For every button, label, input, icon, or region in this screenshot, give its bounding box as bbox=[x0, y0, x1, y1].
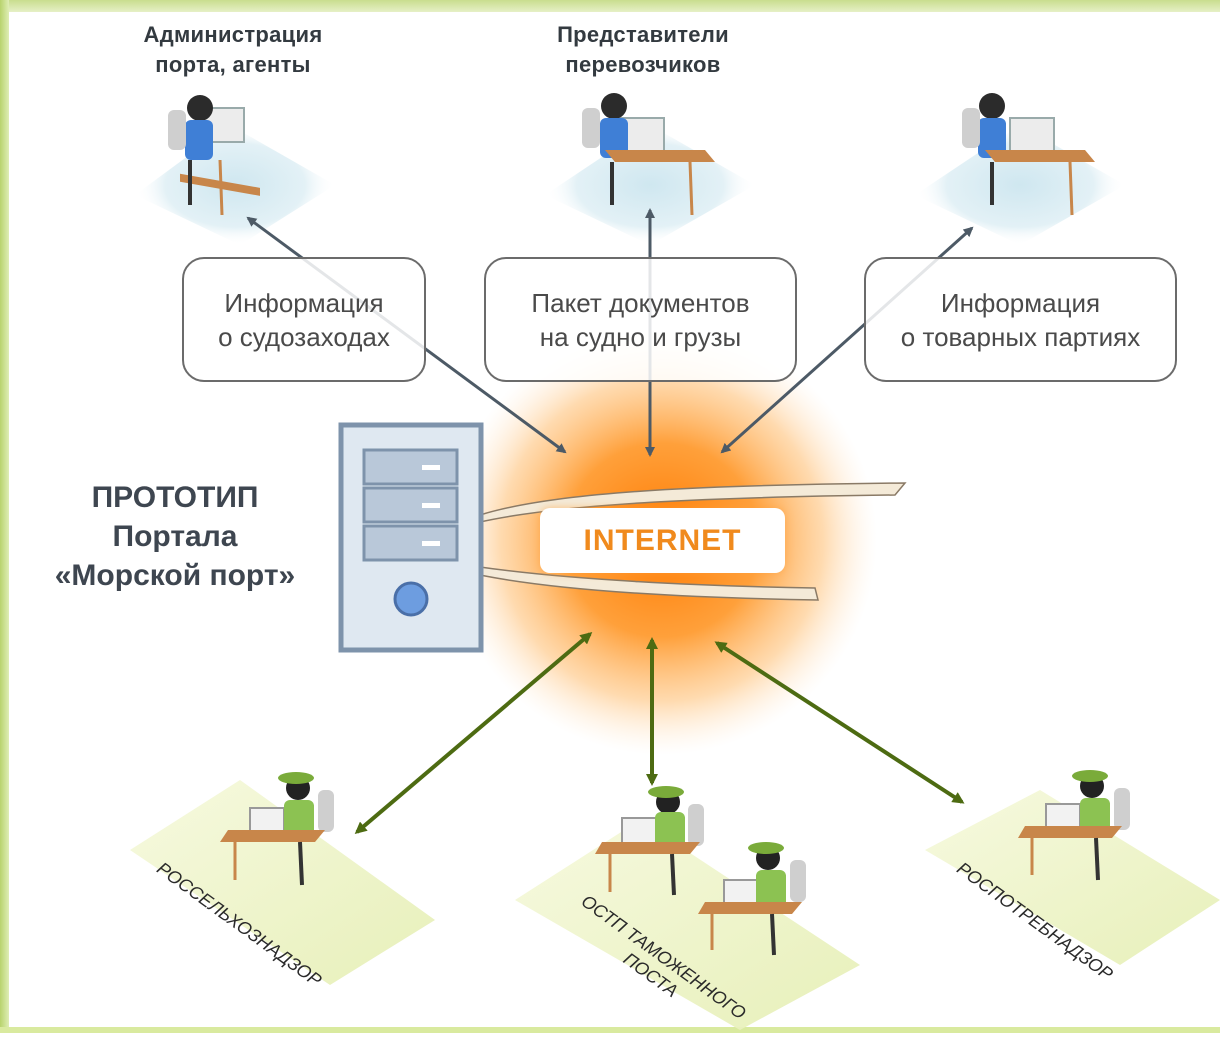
info-cargo-line2: о товарных партиях bbox=[900, 321, 1141, 352]
info-box-documents: Пакет документов на судно и грузы bbox=[484, 257, 797, 382]
slide-frame-top bbox=[0, 0, 1220, 12]
internet-label: INTERNET bbox=[540, 508, 785, 573]
title-carriers: Представители перевозчиков bbox=[513, 20, 773, 80]
slide-frame-left bbox=[0, 0, 9, 1033]
title-carriers-line1: Представители bbox=[557, 22, 729, 47]
slide-frame-bottom bbox=[0, 1027, 1220, 1033]
workstation-third bbox=[915, 93, 1125, 245]
info-documents-line2: на судно и грузы bbox=[539, 321, 742, 352]
title-carriers-line2: перевозчиков bbox=[565, 52, 721, 77]
info-ship-calls-line1: Информация bbox=[224, 287, 384, 318]
server-icon bbox=[338, 422, 484, 653]
info-cargo-line1: Информация bbox=[940, 287, 1101, 318]
portal-title: ПРОТОТИП Портала «Морской порт» bbox=[20, 478, 330, 595]
arrow-rosselkhoznadzor bbox=[354, 632, 593, 834]
workstation-carriers bbox=[545, 93, 755, 245]
portal-title-line2: Портала bbox=[112, 520, 238, 553]
info-documents-line1: Пакет документов bbox=[531, 287, 750, 318]
info-ship-calls-line2: о судозаходах bbox=[218, 321, 390, 352]
arrow-rospotrebnadzor bbox=[714, 641, 965, 804]
portal-title-line1: ПРОТОТИП bbox=[91, 481, 259, 514]
title-port-admin: Администрация порта, агенты bbox=[103, 20, 363, 80]
workstation-port-admin bbox=[135, 95, 335, 245]
workstation-rospotrebnadzor bbox=[925, 770, 1220, 965]
workstation-rosselkhoznadzor bbox=[130, 772, 435, 985]
workstation-customs bbox=[515, 786, 860, 1030]
title-port-admin-line2: порта, агенты bbox=[155, 52, 311, 77]
portal-title-line3: «Морской порт» bbox=[54, 559, 296, 592]
title-port-admin-line1: Администрация bbox=[143, 22, 323, 47]
info-box-ship-calls: Информация о судозаходах bbox=[182, 257, 426, 382]
info-box-cargo: Информация о товарных партиях bbox=[864, 257, 1177, 382]
